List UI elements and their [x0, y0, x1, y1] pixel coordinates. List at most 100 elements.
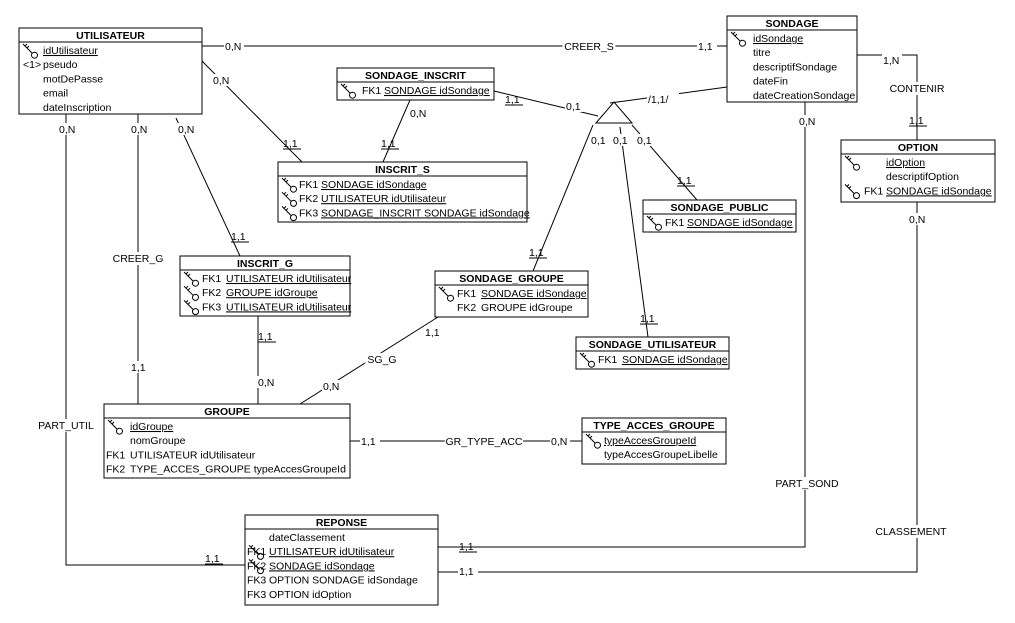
relationship-creer-s: CREER_S	[564, 41, 614, 53]
key-icon	[438, 286, 454, 302]
attribute-prefix: FK1	[299, 179, 318, 191]
cardinality-c26: 1,1	[131, 362, 146, 374]
attribute-name: titre	[753, 47, 771, 59]
cardinality-c21: 1,1	[529, 247, 544, 259]
entity-title: SONDAGE_INSCRIT	[365, 70, 467, 82]
attribute-name: idSondage	[753, 33, 803, 45]
attribute-prefix: FK1	[864, 185, 883, 197]
relationship-label-bg	[365, 353, 399, 366]
cardinality-bg	[565, 100, 585, 112]
attribute-name: dateClassement	[269, 532, 345, 544]
entity-title: SONDAGE_GROUPE	[459, 273, 563, 285]
attribute-name: TYPE_ACCES_GROUPE typeAccesGroupeId	[130, 464, 346, 476]
cardinality-c3: 0,N	[213, 75, 229, 87]
cardinality-bg	[647, 93, 679, 105]
attribute-prefix: FK3	[247, 589, 266, 601]
cardinality-bg	[130, 361, 150, 373]
attribute-prefix: FK2	[247, 560, 266, 572]
cardinality-c30: 0,N	[909, 214, 925, 226]
key-icon	[248, 544, 264, 560]
relationship-label-bg	[111, 252, 165, 265]
cardinality-c15: 0,N	[178, 124, 194, 136]
cardinality-bg	[58, 123, 78, 135]
key-icon	[248, 559, 264, 575]
cardinality-c17: 0,1	[613, 135, 628, 147]
cardinality-c11: 1,1	[909, 115, 924, 127]
attribute-prefix: FK3	[202, 301, 221, 313]
cardinality-bg	[257, 376, 277, 388]
entity-type-acces-groupe: TYPE_ACCES_GROUPEtypeAccesGroupeIdtypeAc…	[581, 417, 727, 465]
entities: UTILISATEURidUtilisateur<1>pseudomotDePa…	[18, 15, 996, 606]
attribute-name: UTILISATEUR idUtilisateur	[269, 546, 395, 558]
key-icon	[281, 206, 297, 222]
cardinality-c13: 0,N	[59, 124, 75, 136]
key-icon	[579, 352, 595, 368]
attribute-name: dateFin	[753, 76, 788, 88]
attribute-name: SONDAGE idSondage	[687, 217, 793, 229]
entity-box	[642, 199, 797, 233]
cardinality-c22: 1,1	[640, 313, 655, 325]
relationship-creer-g: CREER_G	[113, 253, 164, 265]
attribute-name: idGroupe	[130, 421, 173, 433]
triangle-su-line	[619, 126, 649, 338]
key-icon	[183, 300, 199, 316]
cardinality-c23: 1,1	[258, 331, 273, 343]
entity-box	[575, 336, 730, 370]
cardinality-bg	[360, 435, 380, 447]
attribute-name: UTILISATEUR idUtilisateur	[321, 193, 447, 205]
attribute-name: UTILISATEUR idUtilisateur	[226, 273, 352, 285]
attribute-name: UTILISATEUR idUtilisateur	[226, 301, 352, 313]
cardinality-bg	[798, 115, 818, 127]
entity-title: TYPE_ACCES_GROUPE	[593, 420, 714, 432]
key-icon	[281, 191, 297, 207]
cardinality-c9: 1,1	[381, 138, 396, 150]
cardinality-c7: /1,1/	[648, 94, 669, 106]
inheritance-triangle	[594, 101, 634, 124]
relationship-label-bg	[774, 477, 840, 490]
cardinality-c5: 1,1	[505, 94, 520, 106]
cardinality-bg	[882, 54, 902, 66]
attribute-name: idOption	[886, 157, 925, 169]
attribute-name: GROUPE idGroupe	[481, 302, 573, 314]
key-icon	[340, 83, 356, 99]
cardinality-c2: 1,1	[698, 41, 713, 53]
cardinality-c4: 1,1	[283, 138, 298, 150]
key-icon	[844, 184, 860, 200]
triangle-sg-line	[532, 124, 594, 272]
entity-box	[840, 139, 996, 203]
attribute-name: motDePasse	[43, 73, 103, 85]
entity-utilisateur: UTILISATEURidUtilisateur<1>pseudomotDePa…	[18, 27, 203, 115]
cardinality-bg	[424, 326, 444, 338]
attribute-name: dateInscription	[43, 102, 111, 114]
entity-title: INSCRIT_G	[237, 258, 293, 270]
attribute-prefix: FK1	[247, 546, 266, 558]
relationship-part-sond: PART_SOND	[775, 478, 839, 490]
attribute-prefix: FK2	[457, 302, 476, 314]
cardinality-bg	[130, 123, 150, 135]
part-sond-line	[438, 102, 806, 548]
entity-box	[581, 417, 727, 465]
attribute-name: SONDAGE idSondage	[481, 288, 587, 300]
attribute-prefix: FK1	[598, 354, 617, 366]
attribute-prefix: FK1	[202, 273, 221, 285]
relationship-label-bg	[444, 435, 524, 448]
attribute-prefix: FK2	[299, 193, 318, 205]
cardinality-bg	[697, 40, 717, 52]
cardinality-c25: 0,N	[258, 377, 274, 389]
cardinality-c6: 0,1	[566, 101, 581, 113]
entity-title: SONDAGE	[765, 18, 818, 30]
key-icon	[646, 215, 662, 231]
entity-title: SONDAGE_PUBLIC	[670, 202, 768, 214]
contenir-line	[857, 54, 918, 140]
attribute-prefix: <1>	[23, 59, 41, 71]
inscrit-s-si-line	[382, 99, 411, 163]
key-icon	[585, 433, 601, 449]
cardinality-c18: 0,1	[637, 135, 652, 147]
